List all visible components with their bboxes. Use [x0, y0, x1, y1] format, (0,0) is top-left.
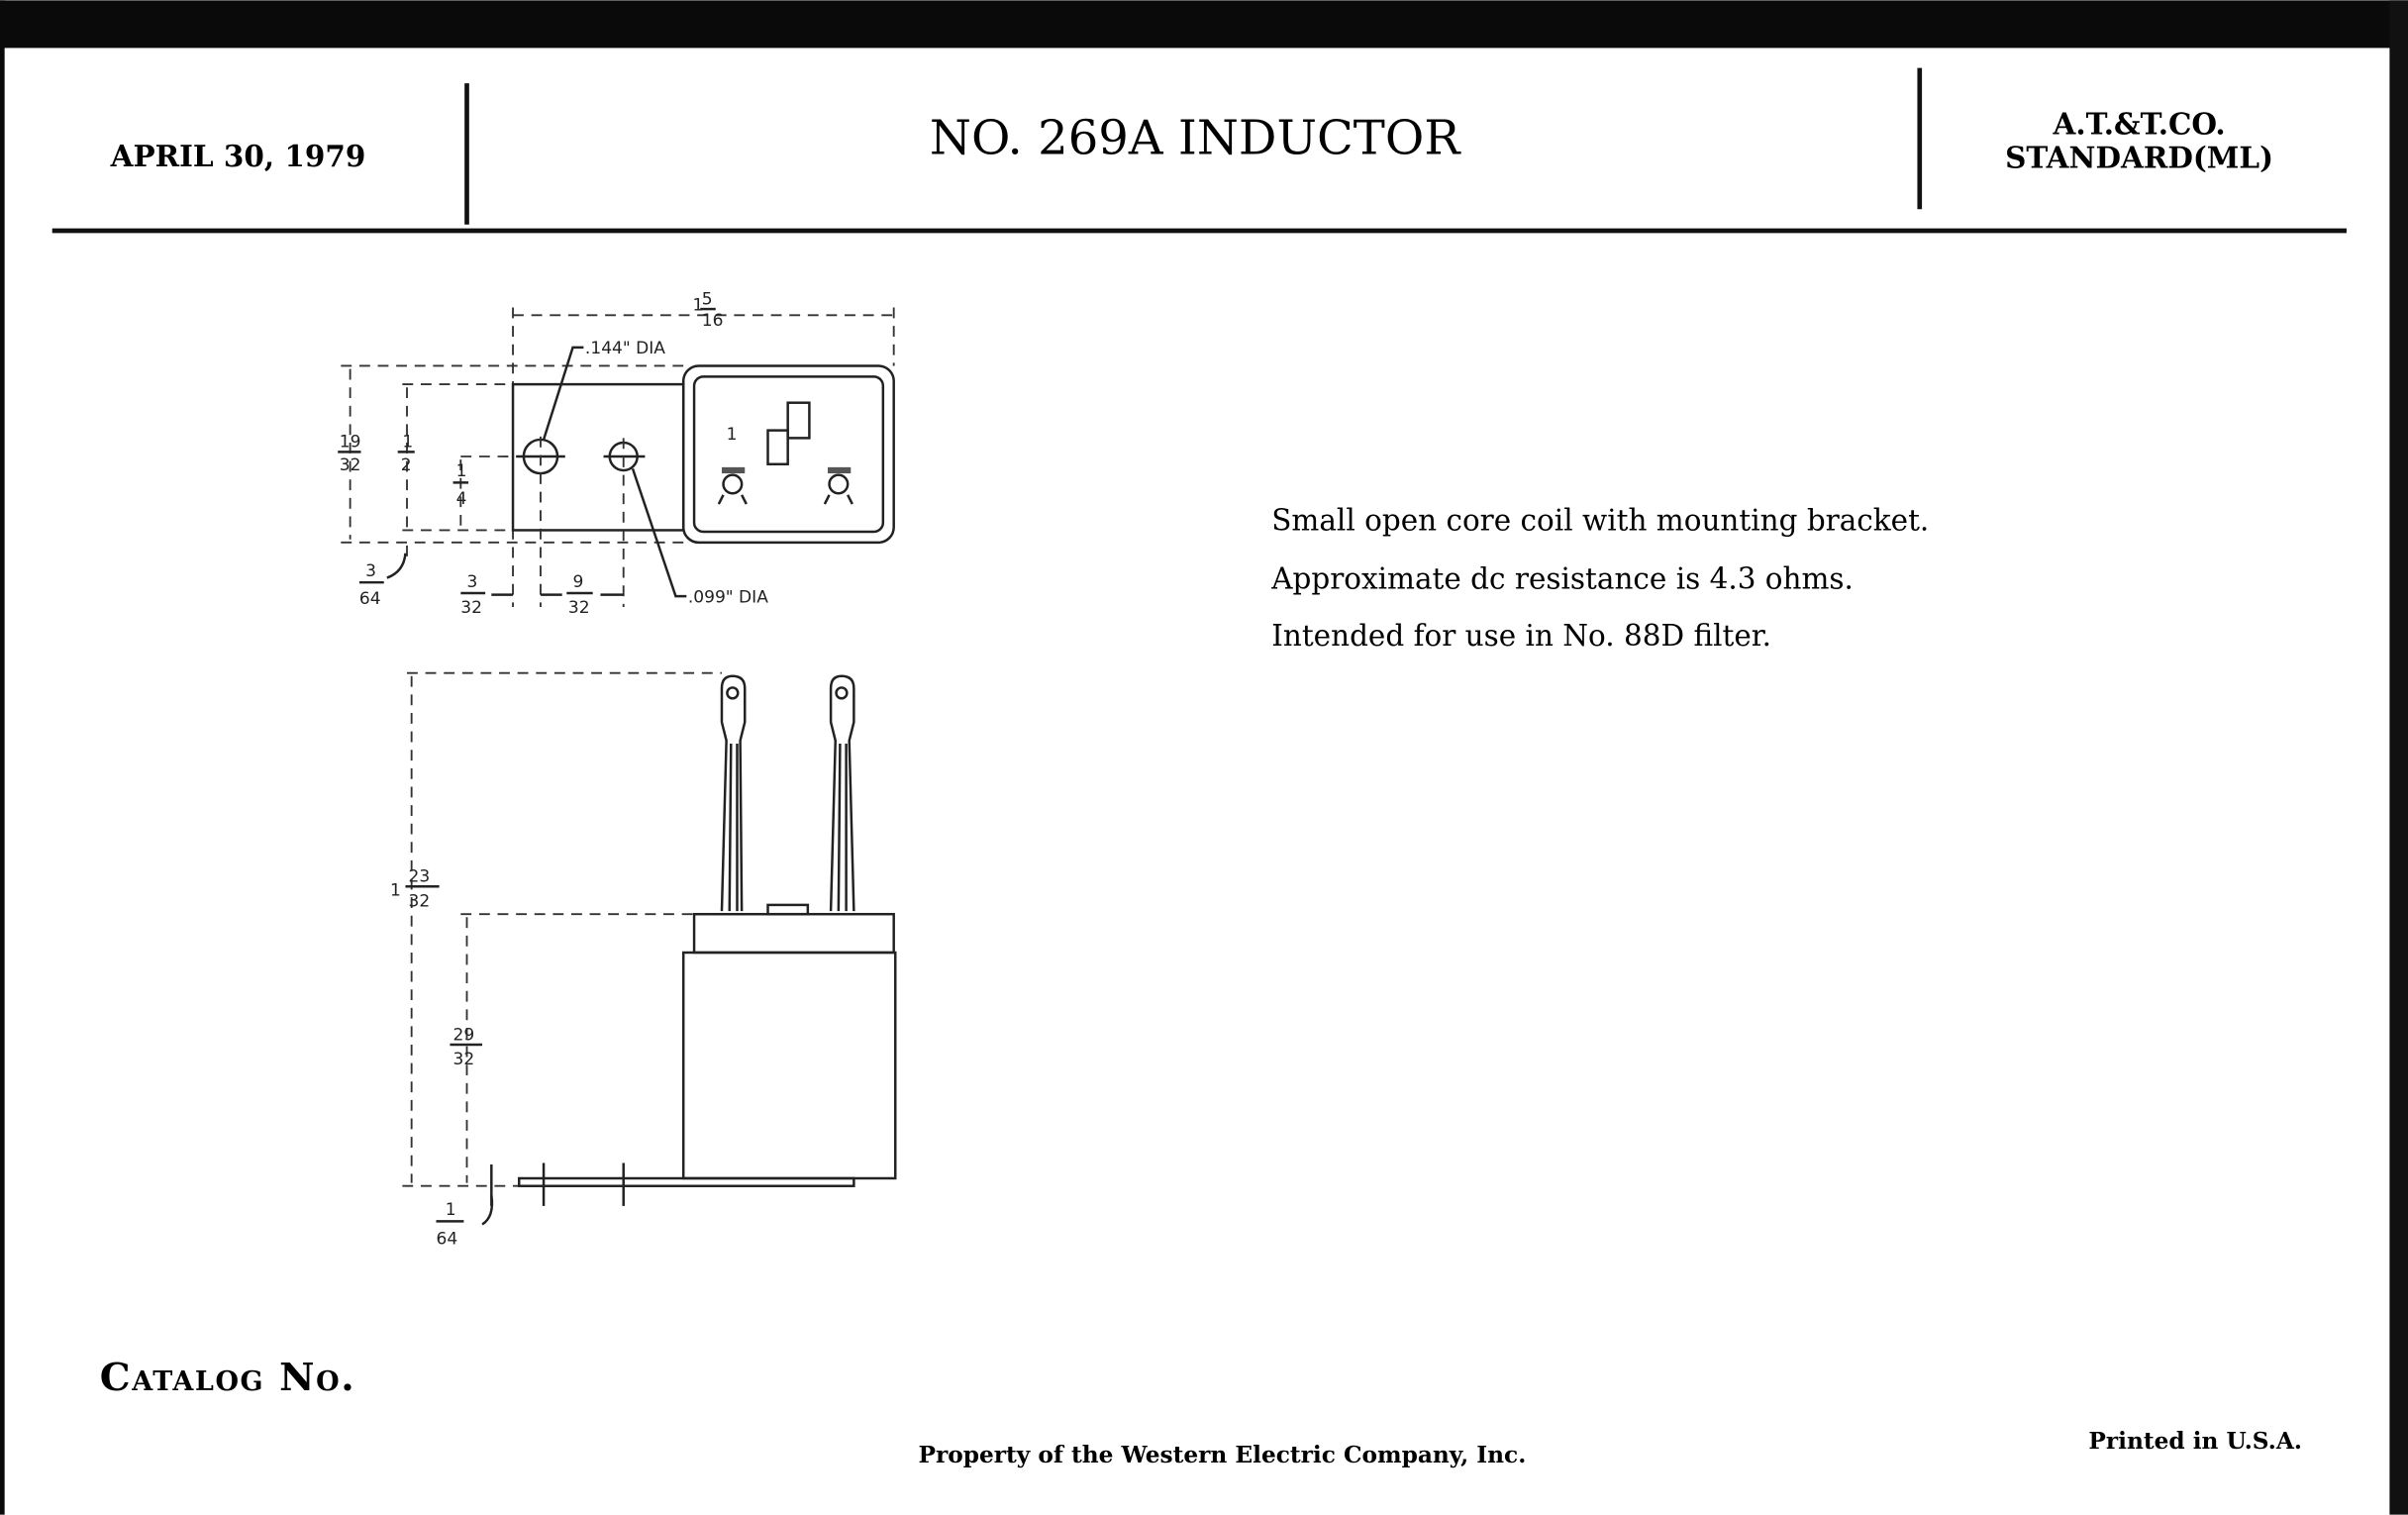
issue-date: APRIL 30, 1979: [110, 139, 366, 173]
top-view-drawing: 1 5 16 19 32 1 2 1 4 3 64 3: [338, 289, 895, 618]
catalog-number-label: Catalog No.: [100, 1356, 355, 1400]
terminal-tab-icon: [823, 466, 853, 505]
svg-text:32: 32: [409, 891, 431, 911]
description-line: Intended for use in No. 88D filter.: [1271, 619, 1771, 653]
terminal-lug-icon: [720, 674, 747, 912]
svg-text:1: 1: [693, 296, 704, 316]
svg-text:4: 4: [456, 489, 467, 509]
svg-text:64: 64: [359, 589, 381, 609]
svg-text:23: 23: [409, 867, 431, 887]
svg-text:3: 3: [365, 561, 376, 581]
property-notice: Property of the Western Electric Company…: [919, 1442, 1527, 1468]
svg-text:.144" DIA: .144" DIA: [585, 339, 665, 358]
terminal-lug-icon: [829, 674, 855, 912]
side-view-drawing: 1 23 32 29 32 1 64: [390, 671, 897, 1250]
svg-text:1: 1: [456, 461, 467, 481]
svg-text:3: 3: [467, 572, 478, 592]
svg-text:32: 32: [568, 598, 590, 618]
svg-text:32: 32: [453, 1050, 475, 1069]
description-line: Small open core coil with mounting brack…: [1271, 503, 1929, 537]
svg-text:29: 29: [453, 1025, 475, 1045]
svg-text:16: 16: [702, 311, 724, 331]
scan-border-left: [0, 0, 5, 1515]
svg-text:9: 9: [573, 572, 584, 592]
svg-text:1: 1: [727, 425, 738, 445]
svg-text:64: 64: [436, 1230, 457, 1250]
svg-text:32: 32: [460, 598, 482, 618]
standard-line2: STANDARD(ML): [2005, 140, 2273, 174]
svg-text:2: 2: [401, 455, 412, 475]
terminal-tab-icon: [717, 466, 748, 505]
printed-notice: Printed in U.S.A.: [2088, 1428, 2302, 1455]
svg-text:19: 19: [340, 433, 361, 453]
description-line: Approximate dc resistance is 4.3 ohms.: [1270, 561, 1854, 595]
page-title: NO. 269A INDUCTOR: [930, 110, 1461, 165]
scan-border-top: [0, 0, 2408, 49]
svg-text:.099" DIA: .099" DIA: [688, 587, 768, 607]
svg-text:5: 5: [702, 289, 713, 309]
svg-text:1: 1: [390, 881, 401, 901]
svg-text:1: 1: [446, 1200, 456, 1220]
scan-border-right: [2389, 0, 2408, 1515]
svg-text:1: 1: [402, 433, 413, 453]
standard-line1: A.T.&T.CO.: [2053, 106, 2226, 141]
svg-text:32: 32: [340, 455, 361, 475]
